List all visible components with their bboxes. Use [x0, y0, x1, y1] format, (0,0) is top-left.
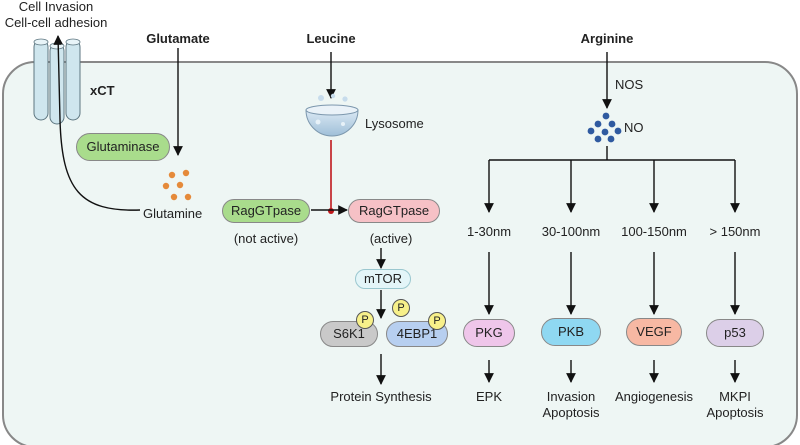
apoptosis-label-2: Apoptosis: [706, 405, 764, 420]
p53-pill: p53: [706, 319, 764, 347]
cell-adhesion-label: Cell-cell adhesion: [4, 15, 108, 30]
glutaminase-pill: Glutaminase: [76, 133, 170, 161]
glutamine-export-arrow: [53, 35, 141, 211]
no-branch-tree: [484, 146, 740, 383]
epk-label: EPK: [475, 389, 503, 404]
lysosome-label: Lysosome: [365, 116, 424, 131]
mkpi-label: MKPI: [719, 389, 751, 404]
cell-membrane: [2, 61, 798, 445]
glutamate-label: Glutamate: [146, 31, 210, 46]
pkg-pill: PKG: [463, 319, 515, 347]
invasion-label: Invasion: [546, 389, 596, 404]
no-label: NO: [624, 120, 644, 135]
pkb-pill: PKB: [541, 318, 601, 346]
conc-2-label: 30-100nm: [541, 224, 601, 239]
xct-label: xCT: [90, 83, 115, 98]
apoptosis-label-1: Apoptosis: [542, 405, 600, 420]
conc-4-label: > 150nm: [709, 224, 761, 239]
xct-transporter: [33, 38, 81, 125]
ragg-inactive-pill: RagGTpase: [222, 199, 310, 223]
cell-invasion-label: Cell Invasion: [18, 0, 94, 14]
angiogenesis-label: Angiogenesis: [614, 389, 694, 404]
nos-label: NOS: [615, 77, 644, 92]
arginine-label: Arginine: [580, 31, 634, 46]
phospho-badge-s6k1: P: [356, 311, 374, 329]
phospho-badge-4ebp1: P: [428, 312, 446, 330]
lysosome-icon: [305, 93, 359, 137]
active-label: (active): [369, 231, 413, 246]
leucine-label: Leucine: [306, 31, 356, 46]
not-active-label: (not active): [233, 231, 299, 246]
no-dots: [587, 112, 622, 143]
mtor-pill: mTOR: [355, 269, 411, 289]
phospho-badge-mtor: P: [392, 299, 410, 317]
protein-synthesis-label: Protein Synthesis: [330, 389, 432, 404]
glutamine-dots: [162, 169, 192, 201]
conc-1-label: 1-30nm: [466, 224, 512, 239]
ragg-active-pill: RagGTpase: [348, 199, 440, 223]
vegf-pill: VEGF: [626, 318, 682, 346]
conc-3-label: 100-150nm: [621, 224, 687, 239]
glutamine-label: Glutamine: [143, 206, 203, 221]
